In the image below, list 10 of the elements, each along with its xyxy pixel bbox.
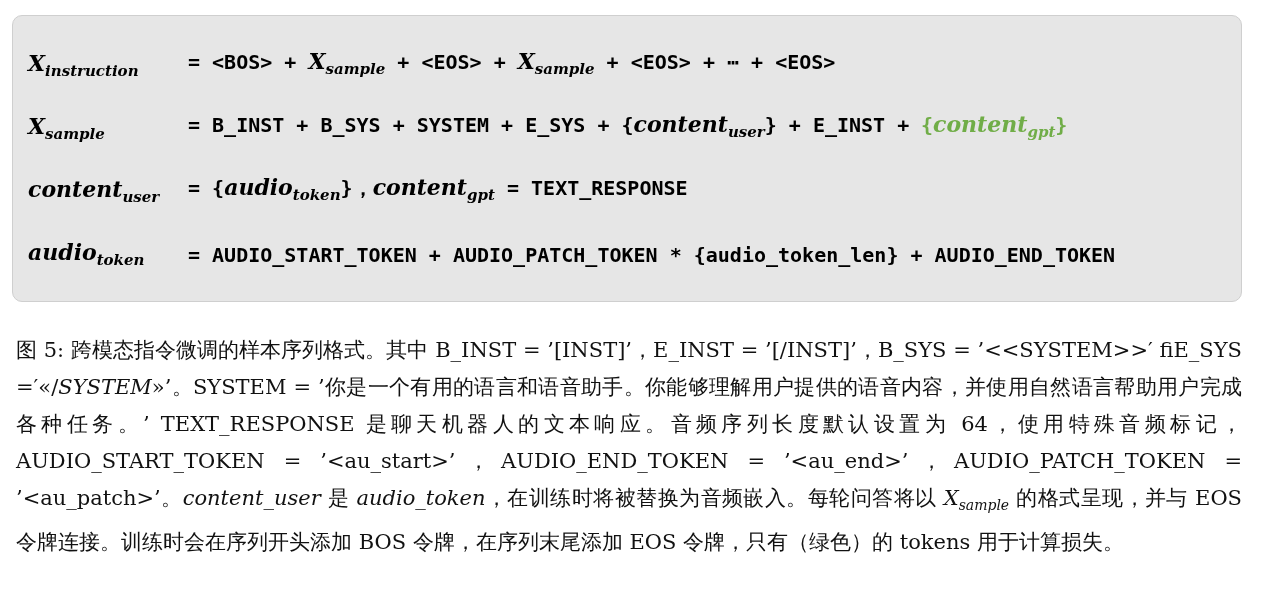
formula-expression: = {audio$_{token}$}，content$_{gpt}$ = TEXT_RESPONSE: [188, 174, 688, 204]
formula-term: X$_{instruction}$: [28, 49, 139, 80]
figure-caption: 图 5: 跨模态指令微调的样本序列格式。其中 B_INST = ’[INST]’，E_INST = ’[/INST]’，B_SYS = ’<<SYSTEM>>′ fiE_SYS =′«/SYSTEM»’。SYSTEM = ’你是一个有用的语言和语音助手。你能够理解用户提供的语音内容，并使用自然语言帮助用户完成各种任务。’ TEXT_RESPONSE 是聊天机器人的文本响应。音频序列长度默认设置为 64，使用特殊音频标记，AUDIO_START_TOKEN = ’<au_start>’，AUDIO_END_TOKEN = ’<au_end>’，AUDIO_PATCH_TOKEN = ’<au_patch>’。content_user 是 audio_token，在训练时将被替换为音频嵌入。每轮问答将以 X$_{sample}$ 的格式呈现，并与 EOS 令牌连接。训练时会在序列开头添加 BOS 令牌，在序列末尾添加 EOS 令牌，只有（绿色）的 tokens 用于计算损失。: [16, 337, 1242, 557]
formula-term: X$_{sample}$: [28, 112, 105, 143]
formula-expression: {content$_{gpt}$}: [921, 111, 1068, 141]
formula-expression: = B_INST + B_SYS + SYSTEM + E_SYS + {content$_{user}$} + E_INST +: [188, 111, 910, 141]
formula-term: content$_{user}$: [28, 175, 160, 206]
formula-expression: = AUDIO_START_TOKEN + AUDIO_PATCH_TOKEN * {audio_token_len} + AUDIO_END_TOKEN: [188, 243, 1116, 267]
formula-term: audio$_{token}$: [28, 238, 145, 269]
formula-expression: = <BOS> + X$_{sample}$ + <EOS> + X$_{sample}$ + <EOS> + ⋯ + <EOS>: [188, 48, 836, 78]
